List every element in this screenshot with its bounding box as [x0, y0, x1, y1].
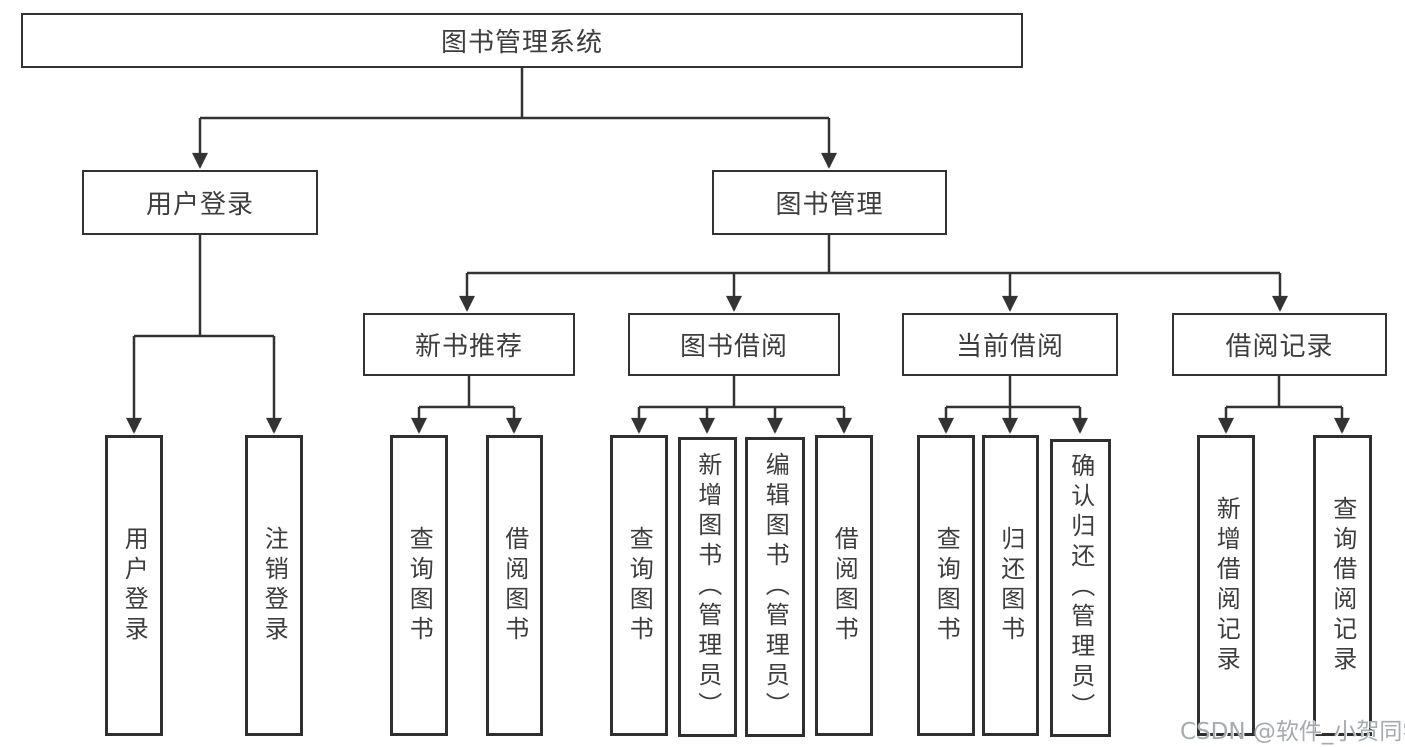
edges-current-borrow: [938, 376, 1088, 434]
edges-book-borrow: [631, 376, 852, 434]
node-current-confirm-return-admin: 确认归还（管理员）: [1050, 439, 1111, 737]
node-rec-query-books: 查询图书: [390, 435, 448, 736]
node-borrow-add-books-admin: 新增图书（管理员）: [678, 437, 737, 737]
node-current-query-books: 查询图书: [917, 435, 975, 736]
edges-new-book-rec: [411, 376, 522, 434]
node-book-management: 图书管理: [712, 170, 947, 235]
node-record-query-record: 查询借阅记录: [1313, 435, 1372, 736]
node-borrowing-records: 借阅记录: [1172, 313, 1387, 376]
edges-user-login: [126, 235, 282, 434]
edges-book-mgmt: [459, 235, 1288, 312]
node-record-add-record: 新增借阅记录: [1197, 435, 1255, 736]
node-current-return-books: 归还图书: [982, 435, 1039, 736]
node-new-book-recommend: 新书推荐: [363, 313, 575, 376]
node-borrow-borrow-books: 借阅图书: [815, 435, 873, 736]
node-borrow-edit-books-admin: 编辑图书（管理员）: [745, 437, 805, 737]
node-current-borrowing: 当前借阅: [902, 313, 1118, 376]
csdn-watermark: CSDN @软件_小贺同学: [1180, 719, 1405, 745]
edges-borrow-record: [1218, 376, 1350, 434]
edges-root: [192, 68, 837, 169]
node-borrow-query-books: 查询图书: [610, 435, 668, 736]
node-login-user-login: 用户登录: [105, 435, 163, 736]
node-library-system: 图书管理系统: [21, 13, 1023, 68]
node-login-logout: 注销登录: [245, 435, 303, 736]
node-user-login: 用户登录: [82, 170, 318, 235]
node-book-borrowing: 图书借阅: [628, 313, 840, 376]
node-rec-borrow-books: 借阅图书: [486, 435, 543, 736]
